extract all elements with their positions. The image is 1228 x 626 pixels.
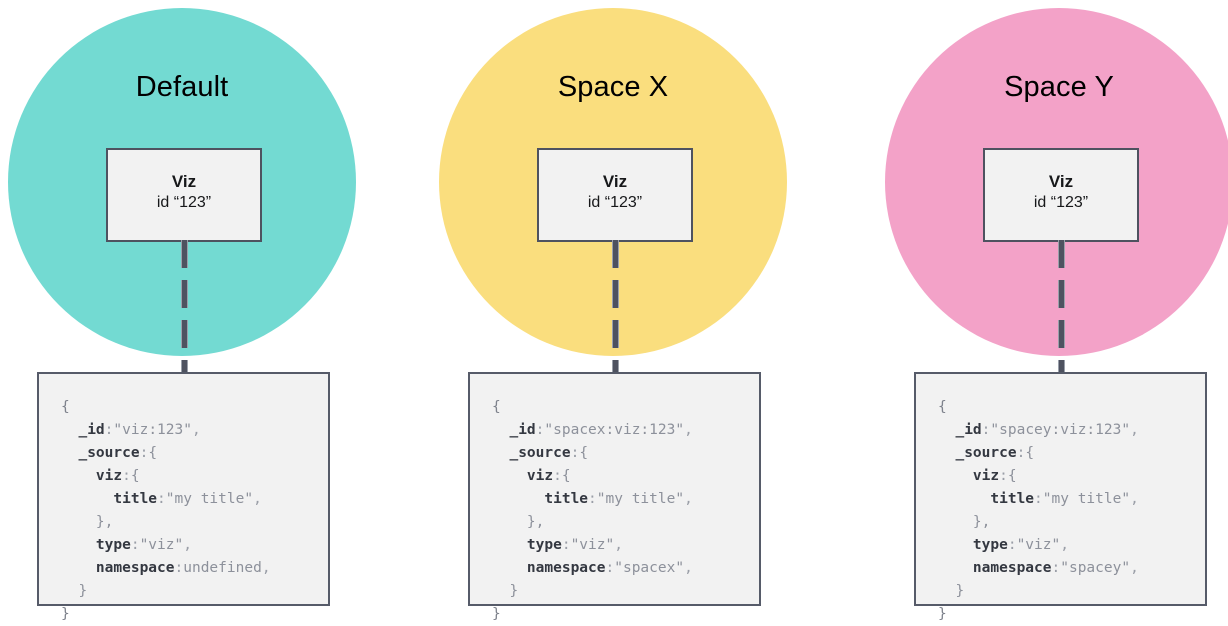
document-json-default: { _id:"viz:123", _source:{ viz:{ title:"… bbox=[61, 399, 271, 622]
space-column-spacex: Space X Viz id “123” { _id:"spacex:viz:1… bbox=[428, 0, 838, 622]
space-title-spacey: Space Y bbox=[1004, 71, 1114, 103]
entity-id-default: id “123” bbox=[156, 194, 212, 211]
space-title-default: Default bbox=[135, 71, 229, 103]
entity-box-spacex: Viz id “123” bbox=[537, 148, 693, 242]
entity-id-spacex: id “123” bbox=[587, 194, 643, 211]
connector-dashed-spacey bbox=[1058, 240, 1065, 374]
space-title-spacex: Space X bbox=[557, 71, 669, 103]
document-box-spacey: { _id:"spacey:viz:123", _source:{ viz:{ … bbox=[914, 372, 1207, 622]
connector-dashed-default bbox=[181, 240, 188, 374]
connector-dashed-spacex bbox=[612, 240, 619, 374]
document-box-spacex: { _id:"spacex:viz:123", _source:{ viz:{ … bbox=[468, 372, 761, 622]
entity-name-spacey: Viz bbox=[1048, 172, 1074, 191]
space-column-spacey: Space Y Viz id “123” { _id:"spacey:viz:1… bbox=[856, 0, 1228, 622]
entity-name-default: Viz bbox=[171, 172, 197, 191]
document-json-spacey: { _id:"spacey:viz:123", _source:{ viz:{ … bbox=[938, 399, 1139, 622]
document-box-default: { _id:"viz:123", _source:{ viz:{ title:"… bbox=[37, 372, 330, 622]
entity-name-spacex: Viz bbox=[602, 172, 628, 191]
entity-box-spacey: Viz id “123” bbox=[983, 148, 1139, 242]
entity-id-spacey: id “123” bbox=[1033, 194, 1089, 211]
document-json-spacex: { _id:"spacex:viz:123", _source:{ viz:{ … bbox=[492, 399, 693, 622]
entity-box-default: Viz id “123” bbox=[106, 148, 262, 242]
space-column-default: Default Viz id “123” { _id:"viz:123", _s… bbox=[0, 0, 410, 622]
